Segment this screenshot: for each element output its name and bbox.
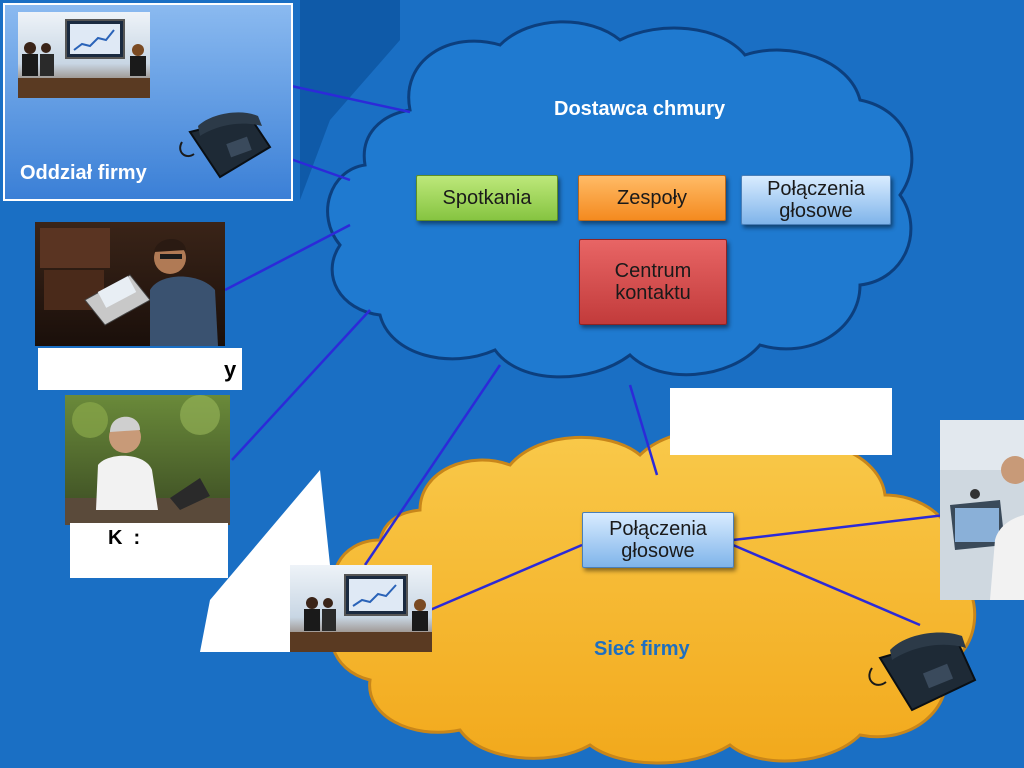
enterprise-network-shape xyxy=(329,428,977,765)
enterprise-network-label: Sieć firmy xyxy=(594,638,690,660)
enterprise-meeting-photo xyxy=(200,470,432,652)
voice-service-box[interactable]: Połączenia głosowe xyxy=(741,175,891,225)
home-worker-photo xyxy=(65,395,230,525)
enterprise-voice-line1: Połączenia xyxy=(609,518,707,540)
teams-label: Zespoły xyxy=(616,187,688,209)
enterprise-voice-box[interactable]: Połączenia głosowe xyxy=(582,512,734,568)
laptop-user-photo xyxy=(940,420,1024,600)
cloud-provider-label: Dostawca chmury xyxy=(554,98,726,120)
caption-box-mobile xyxy=(38,348,242,390)
caption-box-home xyxy=(70,523,228,578)
contact-label-line2: kontaktu xyxy=(615,282,691,304)
mobile-worker-photo xyxy=(35,222,225,346)
enterprise-desk-phone-icon xyxy=(868,632,977,712)
mobile-caption: y xyxy=(224,357,237,382)
meeting-photo xyxy=(18,12,150,98)
voice-label-line1: Połączenia xyxy=(767,178,865,200)
info-box-blank xyxy=(670,388,892,455)
contact-center-service-box[interactable]: Centrum kontaktu xyxy=(579,239,727,325)
enterprise-voice-line2: głosowe xyxy=(621,540,695,562)
home-caption: K : xyxy=(108,527,141,549)
teams-service-box[interactable]: Zespoły xyxy=(578,175,726,221)
meetings-service-box[interactable]: Spotkania xyxy=(416,175,558,221)
contact-label-line1: Centrum xyxy=(614,260,692,282)
branch-office-label: Oddział firmy xyxy=(20,162,147,184)
voice-label-line2: głosowe xyxy=(779,200,853,222)
branch-office-panel xyxy=(3,3,293,201)
desk-phone-icon xyxy=(179,112,272,179)
meetings-label: Spotkania xyxy=(442,187,532,209)
